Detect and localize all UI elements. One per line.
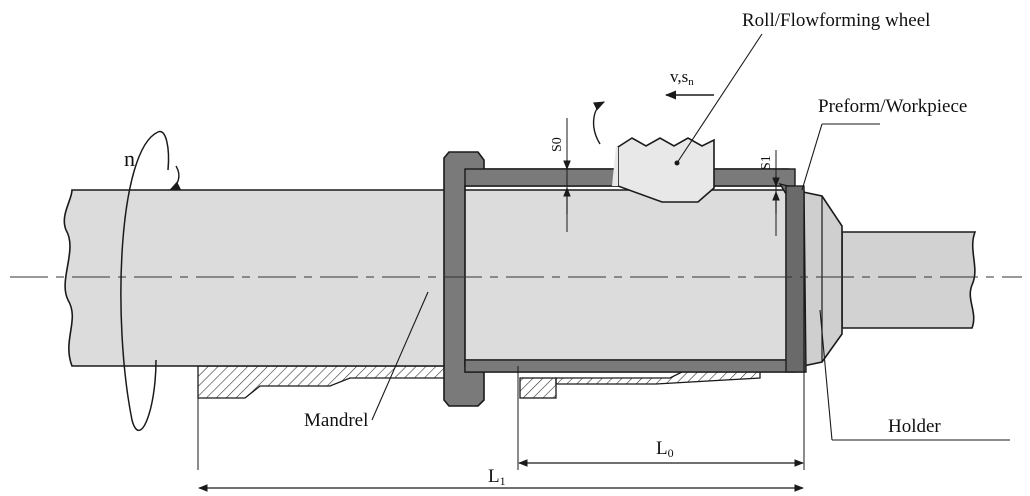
roller-wheel	[617, 137, 715, 203]
mandrel-body	[63, 189, 791, 367]
l1-label: L1	[488, 466, 506, 488]
s1-label: S1	[759, 155, 774, 170]
holder-leader-line	[819, 309, 833, 441]
holder-label: Holder	[888, 416, 941, 437]
feed-label: v,sn	[670, 67, 694, 88]
mandrel-leader-line	[371, 291, 429, 421]
rotation-n-label: n	[124, 146, 135, 171]
roll-leader-line	[676, 33, 763, 164]
preform-label: Preform/Workpiece	[818, 96, 967, 117]
workpiece-hatched-block	[519, 377, 557, 399]
l0-label: L0	[656, 438, 674, 460]
mandrel-rotation-ellipse	[120, 131, 159, 432]
mandrel-label: Mandrel	[304, 410, 368, 431]
mandrel-rotation-arrow	[168, 165, 182, 191]
s0-label: S0	[550, 137, 565, 152]
holder-shaft	[841, 231, 977, 329]
preform-hatched-section	[197, 365, 446, 399]
roll-label: Roll/Flowforming wheel	[742, 10, 930, 31]
preform-leader-line	[801, 123, 823, 191]
roller-rotation-arrow	[592, 101, 606, 145]
